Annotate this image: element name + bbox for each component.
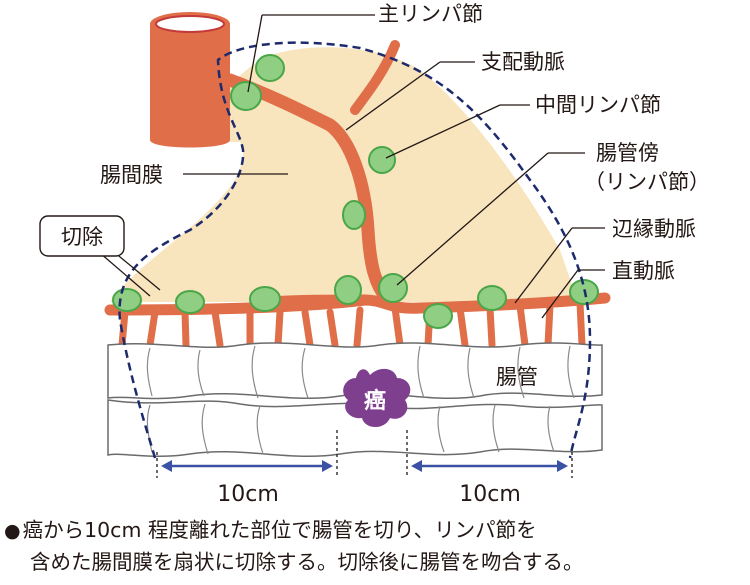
label-intestine: 腸管 [496, 365, 538, 389]
label-paracolic-node: 腸管傍 [596, 141, 659, 165]
caption: ●癌から10cm 程度離れた部位で腸管を切り、リンパ節を 含めた腸間膜を扇状に切… [4, 515, 748, 578]
lymph-node [334, 275, 362, 305]
caption-line-1: 癌から10cm 程度離れた部位で腸管を切り、リンパ節を [22, 518, 537, 542]
resection-callout: 切除 [39, 215, 125, 257]
caption-bullet: ● [4, 520, 21, 542]
lymph-node [112, 288, 142, 312]
label-feeding-artery: 支配動脈 [481, 50, 565, 74]
label-main-node: 主リンパ節 [378, 2, 483, 26]
resection-boundary [118, 41, 592, 459]
margin-right-label: 10cm [459, 482, 521, 507]
lymph-node [423, 303, 453, 329]
lymph-node [477, 285, 507, 311]
cancer-mass: 癌 [343, 368, 411, 427]
lymph-node [230, 81, 262, 111]
caption-line-2: 含めた腸間膜を扇状に切除する。切除後に腸管を吻合する。 [30, 550, 584, 574]
label-mesentery: 腸間膜 [100, 163, 163, 187]
cancer-label: 癌 [364, 388, 386, 414]
leader-lines [99, 14, 605, 319]
lymph-node [249, 286, 281, 312]
lymph-node [175, 290, 205, 314]
measurement-arrows [161, 460, 568, 472]
intestine [107, 342, 603, 458]
lymph-node [368, 146, 396, 174]
main-artery-stub [150, 12, 230, 148]
label-resection: 切除 [61, 225, 103, 249]
label-vasa-recta: 直動脈 [612, 259, 675, 283]
label-marginal-artery: 辺縁動脈 [612, 217, 696, 241]
lymph-node [378, 273, 408, 303]
label-paracolic-node-sub: （リンパ節） [584, 170, 710, 194]
margin-left-label: 10cm [217, 482, 279, 507]
lymph-nodes [112, 54, 599, 329]
lymph-node [342, 200, 366, 230]
measurement-marks [156, 430, 573, 478]
label-intermediate-node: 中間リンパ節 [535, 93, 661, 117]
arteries [104, 40, 611, 349]
lymph-node [255, 54, 285, 82]
